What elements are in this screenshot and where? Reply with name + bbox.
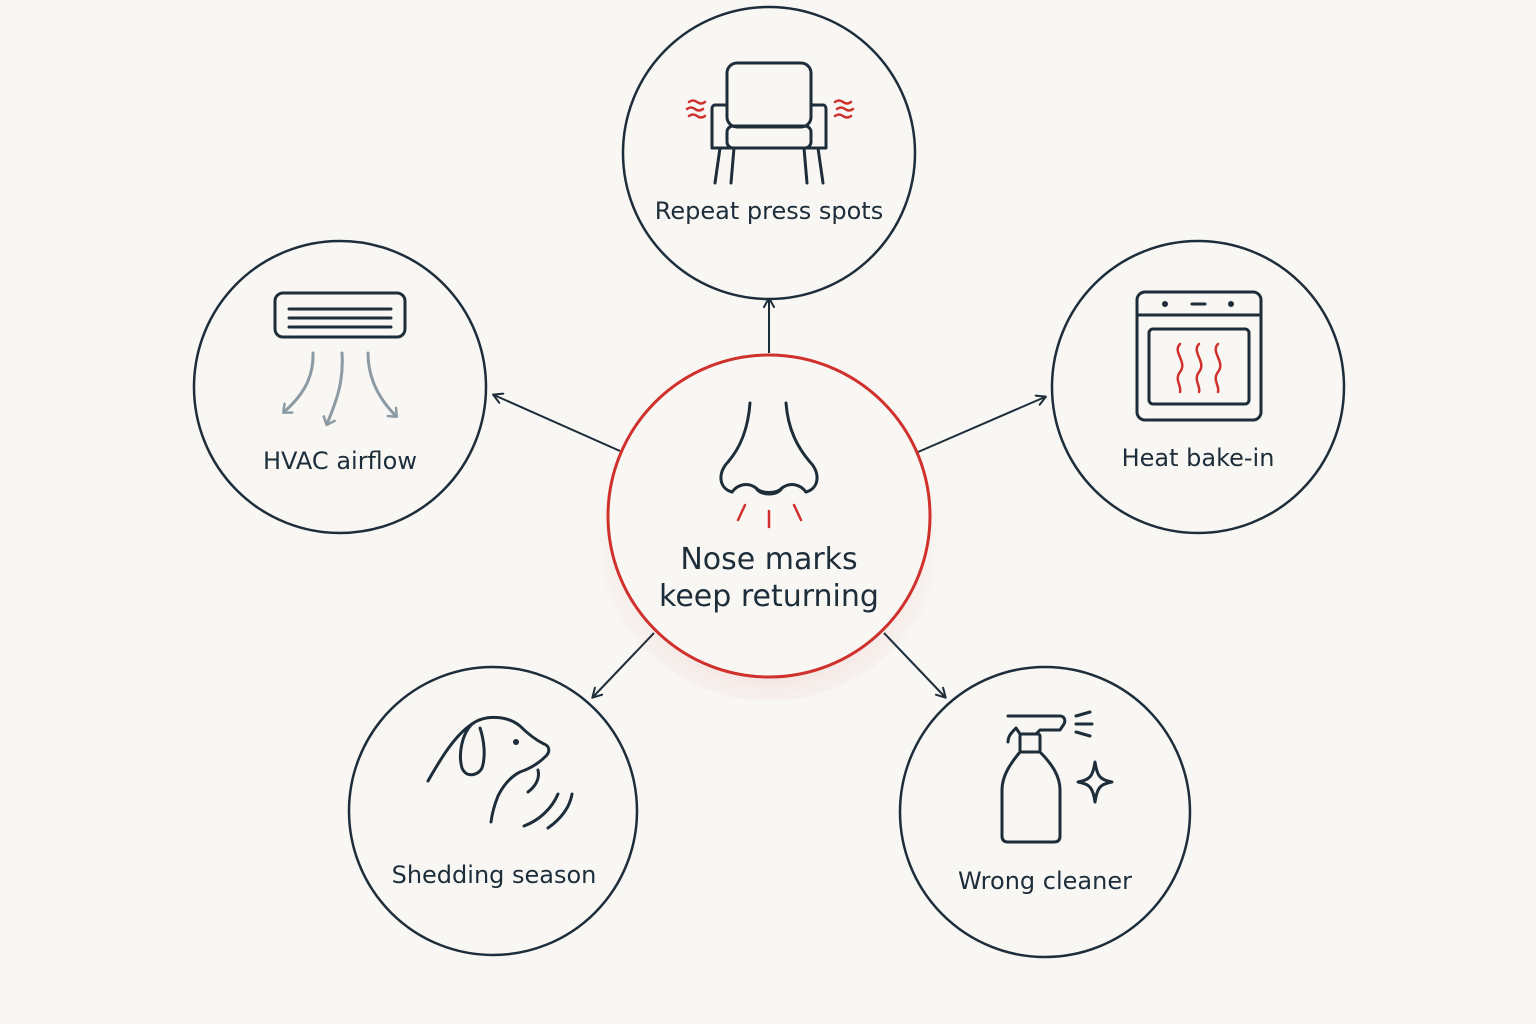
cause-node-wrong-cleaner: Wrong cleaner: [898, 665, 1192, 959]
connector-heat-bake-in: [917, 394, 1047, 453]
label-heat-bake-in: Heat bake-in: [1122, 444, 1275, 472]
air-conditioner-icon: [273, 291, 407, 424]
center-node: Nose marks keep returning: [593, 349, 945, 701]
spray-bottle-icon: [1000, 710, 1114, 844]
center-label-line2: keep returning: [659, 579, 879, 614]
label-hvac-airflow: HVAC airflow: [263, 447, 417, 475]
oven-icon: [1135, 290, 1263, 422]
cause-node-heat-bake-in: Heat bake-in: [1050, 239, 1346, 535]
cause-node-repeat-press-spots: Repeat press spots: [621, 5, 917, 301]
armchair-icon: [685, 61, 855, 185]
dog-icon: [426, 716, 574, 830]
label-wrong-cleaner: Wrong cleaner: [958, 867, 1132, 895]
center-label-line1: Nose marks: [680, 542, 857, 577]
connector-hvac-airflow: [492, 392, 621, 452]
cause-node-shedding-season: Shedding season: [347, 665, 639, 957]
label-shedding-season: Shedding season: [392, 861, 597, 889]
cause-node-hvac-airflow: HVAC airflow: [192, 239, 488, 535]
label-repeat-press-spots: Repeat press spots: [655, 197, 883, 225]
nose-icon: [719, 401, 819, 529]
